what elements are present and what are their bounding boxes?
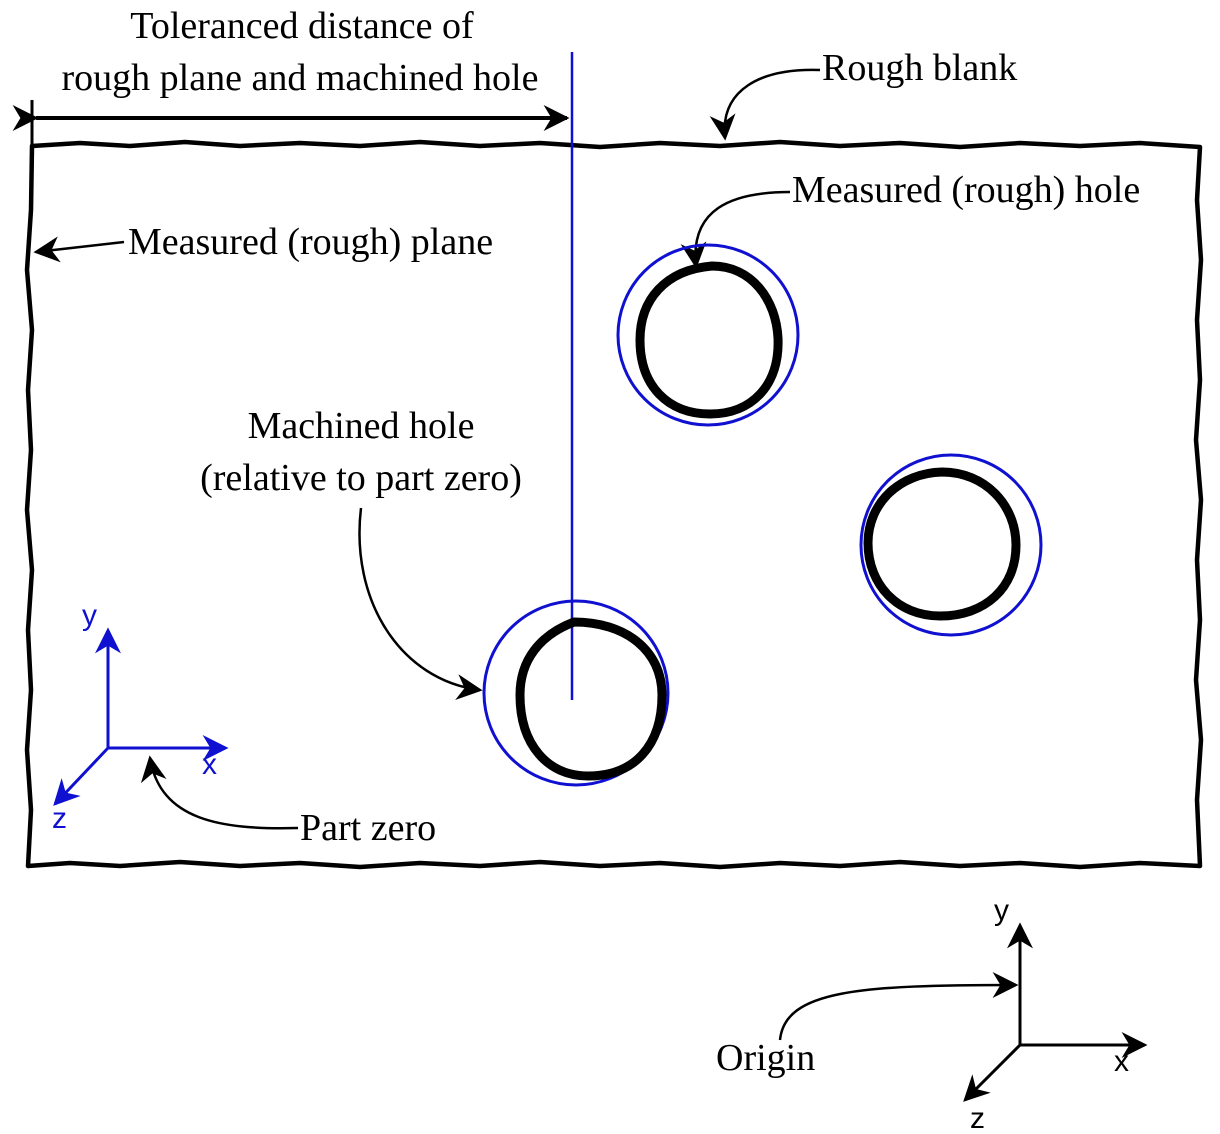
- origin-axes: x y z: [963, 894, 1148, 1134]
- measured-hole-label: Measured (rough) hole: [792, 169, 1140, 211]
- rough-blank-outline: [24, 139, 1204, 870]
- origin-z-label: z: [970, 1102, 985, 1134]
- machined-hole-label-line2: (relative to part zero): [200, 457, 522, 499]
- origin-x-label: x: [1114, 1045, 1129, 1078]
- measured-plane-label: Measured (rough) plane: [128, 221, 493, 263]
- part-zero-axes: x y z: [52, 599, 229, 835]
- origin-z-axis: [963, 1043, 1022, 1102]
- part-zero-z-axis: [53, 746, 110, 806]
- origin-leader: [778, 972, 1019, 1041]
- nominal-hole-upper: [616, 243, 800, 427]
- rough-hole-upper: [635, 261, 783, 419]
- rough-hole-right: [863, 467, 1021, 621]
- rough-hole-lower: [515, 617, 667, 781]
- machined-hole-label-line1: Machined hole: [248, 405, 475, 447]
- part-zero-leader: [140, 755, 299, 830]
- part-zero-x-label: x: [202, 748, 217, 781]
- nominal-hole-lower: [482, 599, 670, 787]
- measured-hole-leader: [680, 190, 791, 269]
- part-zero-label: Part zero: [300, 807, 436, 849]
- origin-y-label: y: [994, 894, 1009, 927]
- machined-hole-leader: [358, 507, 483, 700]
- part-zero-y-label: y: [82, 599, 97, 632]
- dimension-label-line1: Toleranced distance of: [130, 5, 474, 47]
- measured-plane-leader: [33, 236, 125, 263]
- rough-blank-label: Rough blank: [822, 47, 1017, 89]
- origin-label: Origin: [716, 1037, 815, 1079]
- part-zero-z-label: z: [52, 802, 67, 835]
- rough-blank-leader: [709, 68, 821, 141]
- dimension-label-line2: rough plane and machined hole: [62, 57, 539, 99]
- nominal-hole-right: [859, 453, 1043, 637]
